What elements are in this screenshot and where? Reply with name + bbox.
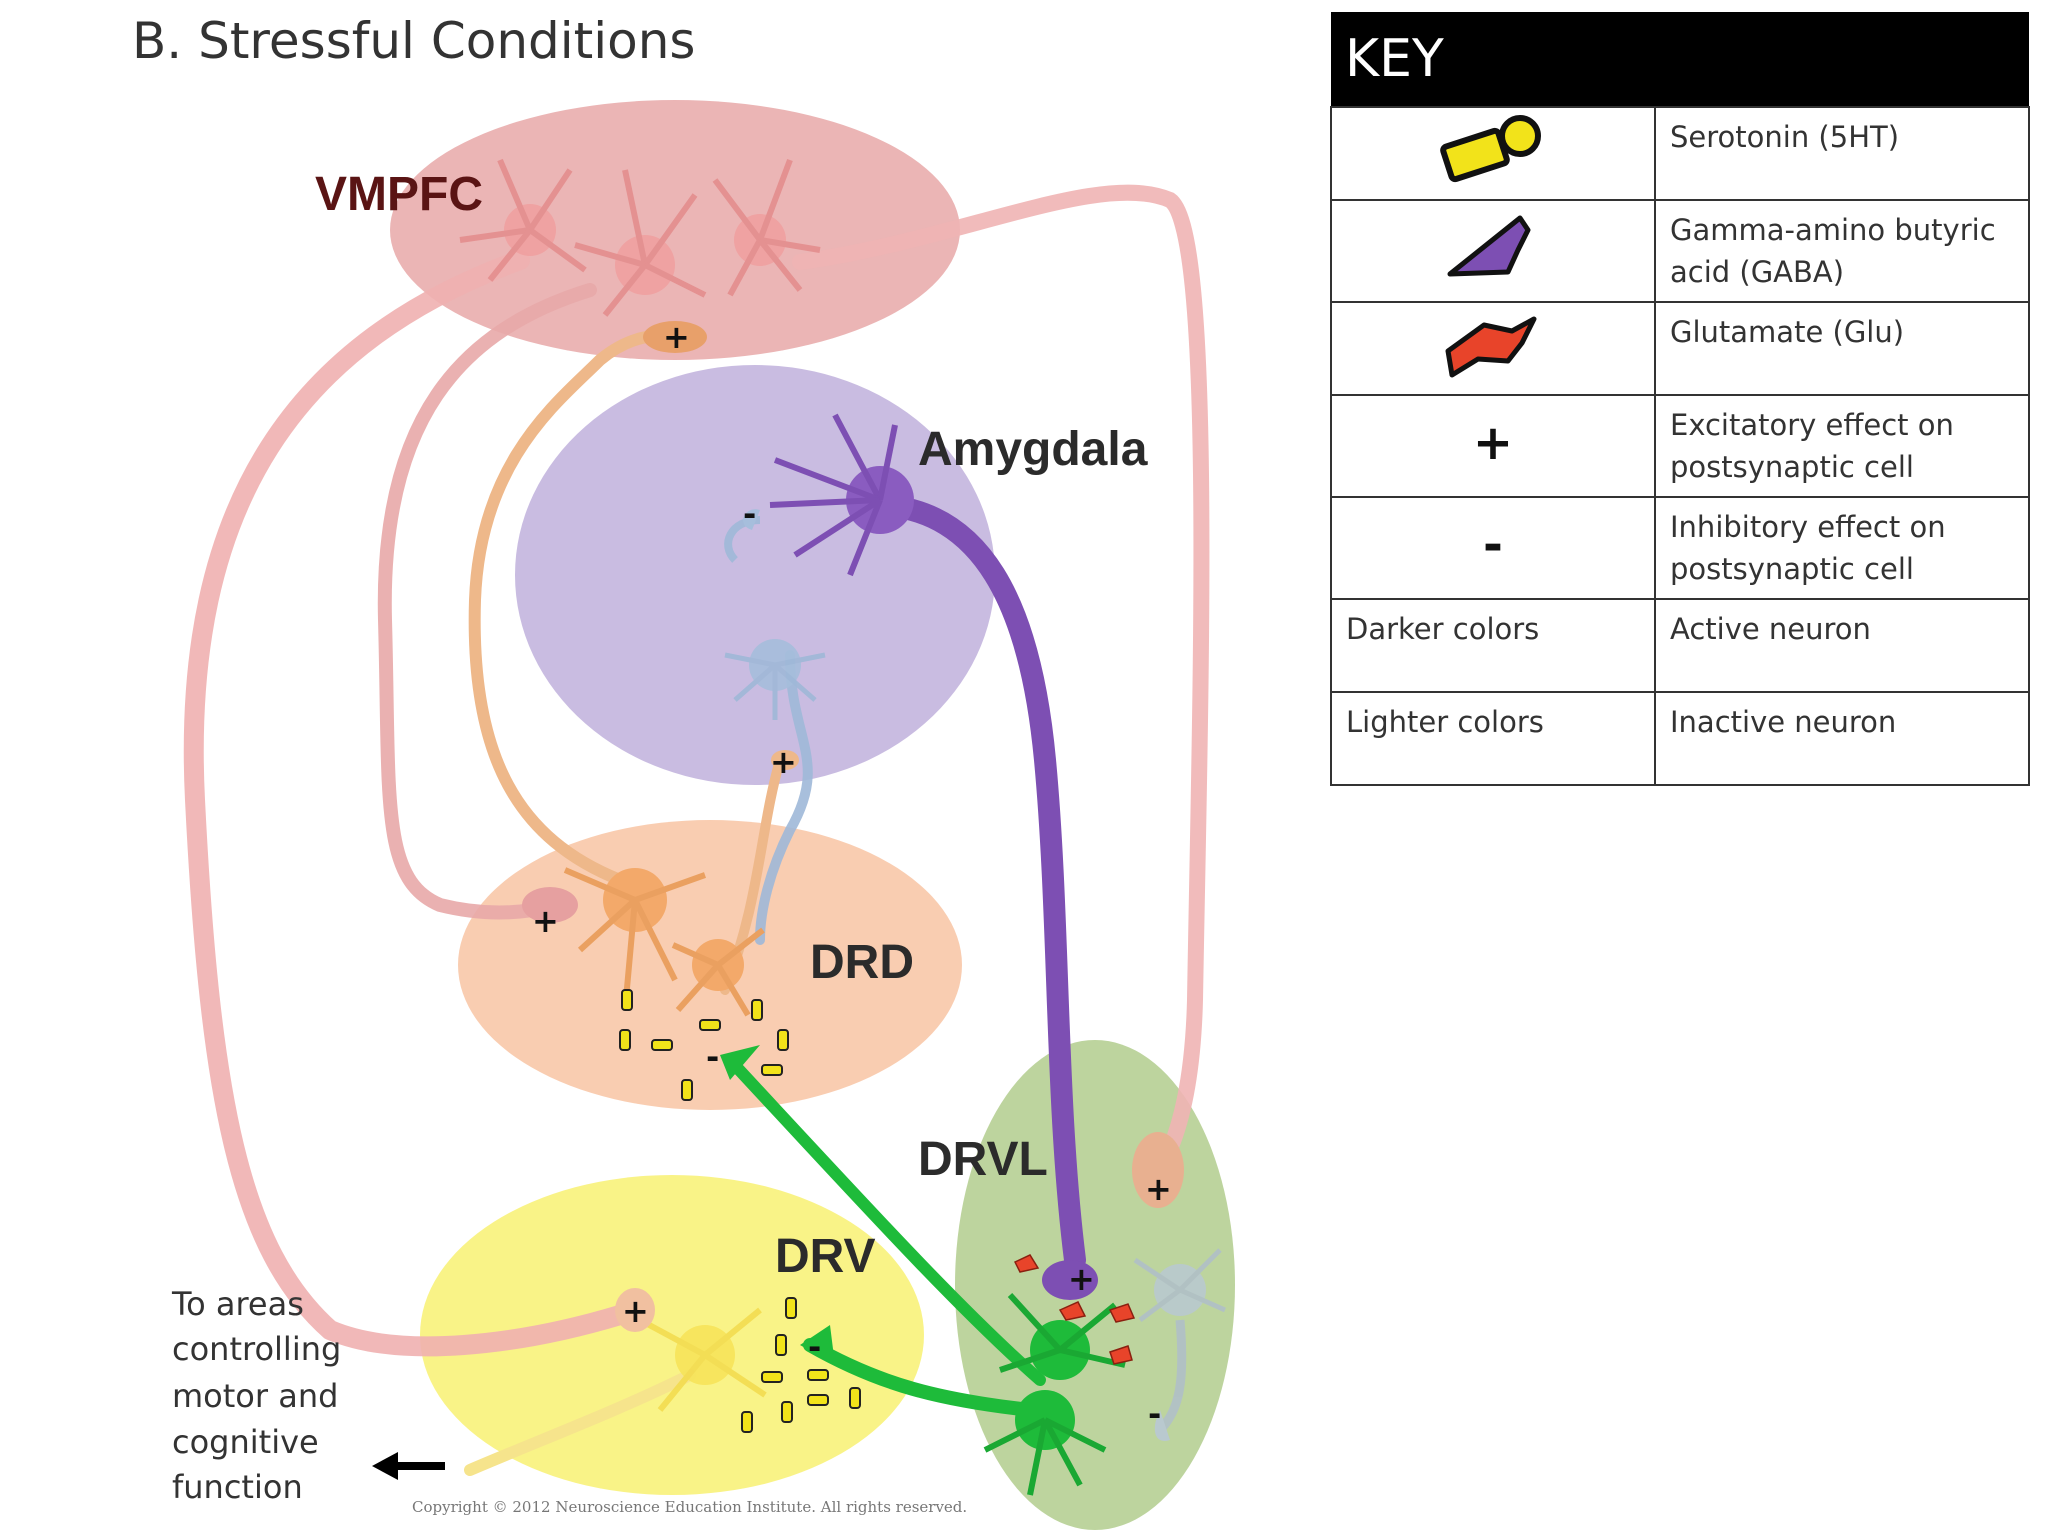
- drv-green-terminal: [800, 1325, 835, 1365]
- inhibitory-sign: -: [808, 1328, 821, 1366]
- vmpfc-terminal: [643, 321, 707, 353]
- key-label: Inactive neuron: [1654, 691, 2030, 786]
- key-header: KEY: [1331, 12, 2029, 107]
- key-label: Inhibitory effect on postsynaptic cell: [1654, 496, 2030, 600]
- vmpfc-label: VMPFC: [315, 168, 483, 221]
- gaba-icon: [1447, 215, 1531, 276]
- drd-terminal: [522, 887, 578, 923]
- caption-line: controlling: [172, 1330, 341, 1368]
- drvl-label: DRVL: [918, 1133, 1048, 1186]
- key-symbol-cell: -: [1330, 496, 1656, 600]
- caption-line: To areas: [171, 1285, 304, 1323]
- vmpfc-to-drv-axon: [183, 250, 630, 1357]
- drd-serotonin-vesicles: [619, 989, 789, 1101]
- key-row: Gamma-amino butyric acid (GABA): [1330, 199, 2030, 303]
- excitatory-sign: +: [532, 902, 559, 940]
- caption-line: motor and: [172, 1377, 338, 1415]
- axon-terminals: [522, 321, 1184, 1441]
- excitatory-sign: +: [663, 318, 690, 356]
- caption-line: cognitive: [172, 1423, 319, 1461]
- left-arrow-icon: [372, 1452, 445, 1480]
- drd-green-terminal: [720, 1045, 760, 1080]
- inhibitory-sign: -: [1148, 1395, 1161, 1433]
- amygdala-label: Amygdala: [918, 423, 1148, 476]
- key-label: Glutamate (Glu): [1654, 301, 2030, 396]
- output-caption: To areas controlling motor and cognitive…: [171, 1285, 341, 1506]
- drvl-inactive-neuron: [1133, 1248, 1227, 1434]
- excitatory-sign: +: [1145, 1170, 1172, 1208]
- excitatory-sign: +: [770, 743, 797, 781]
- caption-line: function: [172, 1468, 303, 1506]
- vmpfc-to-drvl-axon: [792, 184, 1210, 1168]
- key-label: Excitatory effect on postsynaptic cell: [1654, 394, 2030, 498]
- key-row: Darker colors Active neuron: [1330, 598, 2030, 693]
- drd-to-vmpfc-axon: [468, 329, 681, 886]
- key-row: Glutamate (Glu): [1330, 301, 2030, 396]
- key-legend: KEY Serotonin (5HT) Gamma-amino butyric …: [1330, 12, 2030, 786]
- drv-terminal: [615, 1288, 655, 1332]
- minus-symbol: -: [1483, 517, 1503, 573]
- key-label: Gamma-amino butyric acid (GABA): [1654, 199, 2030, 303]
- key-symbol-text: Darker colors: [1330, 598, 1656, 693]
- vmpfc-to-drd-axon: [377, 283, 597, 920]
- inhibitory-sign: -: [706, 1038, 719, 1076]
- gaba-terminal: [1042, 1260, 1098, 1300]
- key-symbol-cell: +: [1330, 394, 1656, 498]
- key-symbol-text: Lighter colors: [1330, 691, 1656, 786]
- key-row: + Excitatory effect on postsynaptic cell: [1330, 394, 2030, 498]
- amygdala-terminal: [771, 750, 799, 770]
- vmpfc-neurons: [459, 158, 821, 317]
- excitatory-sign: +: [622, 1292, 649, 1330]
- excitatory-sign: +: [1068, 1260, 1095, 1298]
- key-row: Lighter colors Inactive neuron: [1330, 691, 2030, 786]
- drv-label: DRV: [775, 1230, 875, 1283]
- amygdala-inactive-axon: [755, 650, 813, 945]
- drvl-to-drv-glutamate-axon: [803, 1338, 1037, 1417]
- key-symbol-cell: [1330, 106, 1656, 201]
- key-row: - Inhibitory effect on postsynaptic cell: [1330, 496, 2030, 600]
- key-symbol-cell: [1330, 199, 1656, 303]
- amygdala-to-drvl-gaba-axon: [869, 494, 1086, 1271]
- amygdala-inactive-neuron: [724, 516, 826, 720]
- key-label: Active neuron: [1654, 598, 2030, 693]
- key-row: Serotonin (5HT): [1330, 106, 2030, 201]
- drv-serotonin-vesicles: [741, 1297, 861, 1433]
- amygdala-gaba-neuron: [769, 413, 914, 577]
- key-symbol-cell: [1330, 301, 1656, 396]
- drvl-inhibitory-terminal: [1154, 1410, 1170, 1441]
- drd-neurons: [563, 867, 765, 1017]
- inhibitory-sign: -: [743, 495, 756, 533]
- drvl-glutamate-markers: [1013, 1254, 1136, 1365]
- vmpfc-region: [390, 100, 960, 360]
- drvl-green-neurons: [983, 1292, 1126, 1496]
- plus-symbol: +: [1472, 415, 1514, 471]
- serotonin-icon: [1440, 115, 1541, 183]
- diagram-title: B. Stressful Conditions: [132, 12, 695, 70]
- key-label: Serotonin (5HT): [1654, 106, 2030, 201]
- copyright-notice: Copyright © 2012 Neuroscience Education …: [412, 1498, 967, 1516]
- drv-output-axon: [464, 1369, 696, 1476]
- drvl-terminal: [1132, 1132, 1184, 1208]
- drv-neuron: [638, 1307, 767, 1412]
- amygdala-inhibitory-terminal: [743, 509, 760, 530]
- drd-label: DRD: [810, 936, 914, 989]
- drvl-to-drd-glutamate-axon: [724, 1054, 1046, 1386]
- glutamate-icon: [1445, 316, 1537, 378]
